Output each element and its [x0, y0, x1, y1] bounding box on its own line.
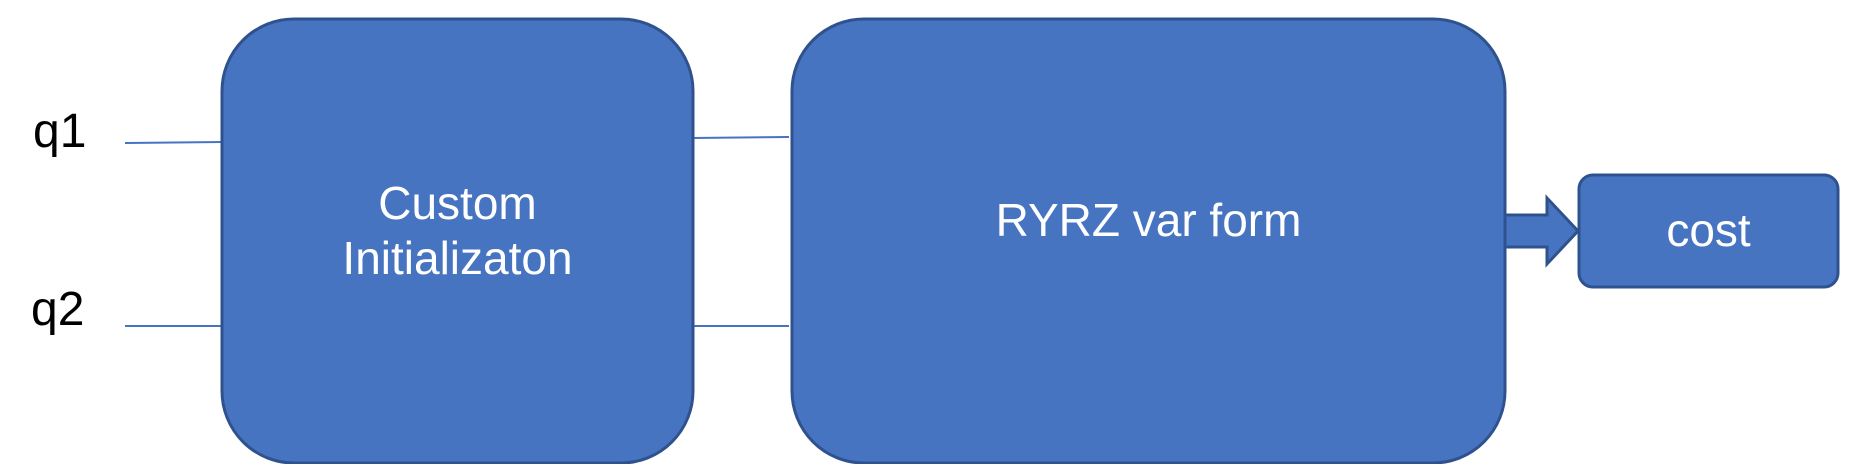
custom-initialization-line2: Initializaton — [342, 232, 573, 284]
qubit-label-q1: q1 — [33, 105, 87, 158]
qubit-label-q2: q2 — [31, 283, 85, 336]
custom-initialization-label: Custom Initializaton — [222, 19, 693, 463]
q1-wire-between — [692, 136, 790, 139]
cost-block — [1577, 173, 1840, 289]
cost-label: cost — [1666, 204, 1751, 257]
custom-initialization-line1: Custom — [378, 176, 537, 229]
q1-wire-in — [124, 141, 223, 144]
ryrz-var-form-label: RYRZ var form — [995, 194, 1302, 247]
custom-initialization-block — [220, 17, 695, 464]
output-arrow-icon — [1503, 194, 1581, 268]
